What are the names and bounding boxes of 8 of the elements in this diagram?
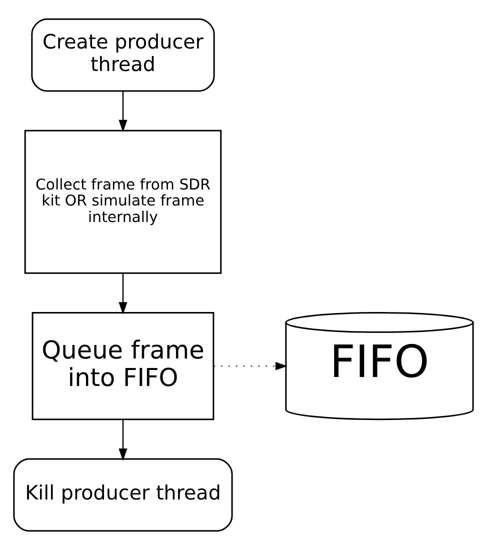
arrow [118,91,127,132]
arrow [118,274,127,314]
node-box: Kill producer thread [12,458,232,532]
node-box: Create producer thread [30,18,214,92]
node-box: Queue frame into FIFO [31,312,214,420]
arrow [118,419,127,461]
node-box: Collect frame from SDR kit OR simulate frame internally [24,130,222,274]
arrow [212,362,287,370]
